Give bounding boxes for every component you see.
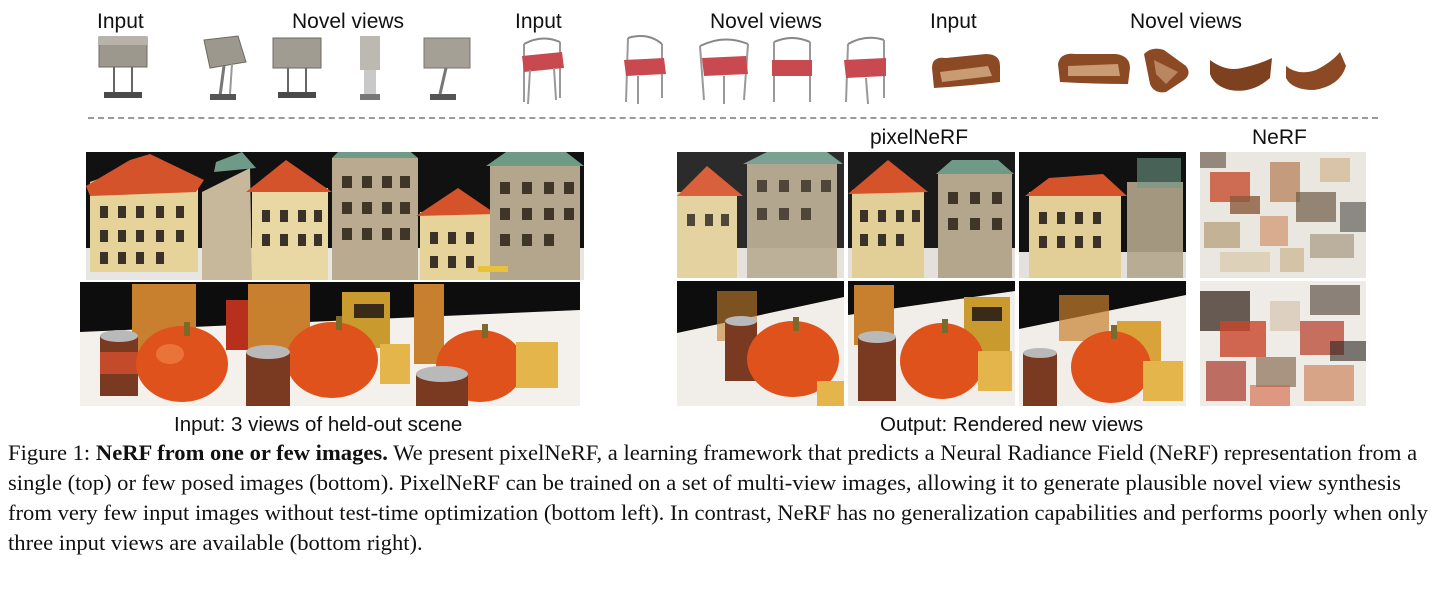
input-label-3: Input xyxy=(930,10,977,33)
lamp-novel-view-3 xyxy=(360,36,380,100)
chair-novel-view-1 xyxy=(624,35,666,104)
chair-input-image xyxy=(522,37,564,105)
sofa-novel-view-2 xyxy=(1144,48,1189,93)
figure-caption-title: NeRF from one or few images. xyxy=(95,440,388,465)
novel-views-label-1: Novel views xyxy=(292,10,405,33)
nerf-building-output xyxy=(1200,152,1366,278)
figure-caption-body: We present pixelNeRF, a learning framewo… xyxy=(8,440,1428,555)
sofa-novel-view-3 xyxy=(1210,58,1272,91)
pixelnerf-label: pixelNeRF xyxy=(870,126,969,149)
lamp-novel-view-1 xyxy=(203,35,247,100)
buildings-input-views xyxy=(86,152,584,280)
novel-views-label-3: Novel views xyxy=(1130,10,1243,33)
lamp-novel-view-2 xyxy=(272,37,322,98)
nerf-label: NeRF xyxy=(1252,126,1307,149)
pumpkin-input-views xyxy=(80,282,580,406)
input-caption: Input: 3 views of held-out scene xyxy=(174,413,463,436)
input-label-1: Input xyxy=(97,10,144,33)
sofa-input-image xyxy=(932,54,1000,88)
pixelnerf-building-output-1 xyxy=(677,152,844,278)
pixelnerf-pumpkin-output-1 xyxy=(677,281,844,406)
pixelnerf-pumpkin-output-3 xyxy=(1019,281,1186,406)
pixelnerf-building-output-3 xyxy=(1019,152,1186,278)
nerf-pumpkin-output xyxy=(1200,281,1366,406)
pixelnerf-pumpkin-output-2 xyxy=(848,281,1015,406)
lamp-novel-view-4 xyxy=(423,37,471,100)
input-label-2: Input xyxy=(515,10,562,33)
chair-novel-view-3 xyxy=(772,37,812,102)
novel-views-label-2: Novel views xyxy=(710,10,823,33)
dashed-separator xyxy=(88,117,1378,119)
figure-caption: Figure 1: NeRF from one or few images. W… xyxy=(8,438,1448,558)
figure-caption-prefix: Figure 1: xyxy=(8,440,96,465)
sofa-novel-view-4 xyxy=(1286,52,1346,90)
pixelnerf-building-output-2 xyxy=(848,152,1015,278)
chair-novel-view-4 xyxy=(844,36,886,105)
lamp-input-image xyxy=(98,36,148,98)
output-caption: Output: Rendered new views xyxy=(880,413,1144,436)
chair-novel-view-2 xyxy=(699,38,749,104)
sofa-novel-view-1 xyxy=(1058,53,1130,84)
